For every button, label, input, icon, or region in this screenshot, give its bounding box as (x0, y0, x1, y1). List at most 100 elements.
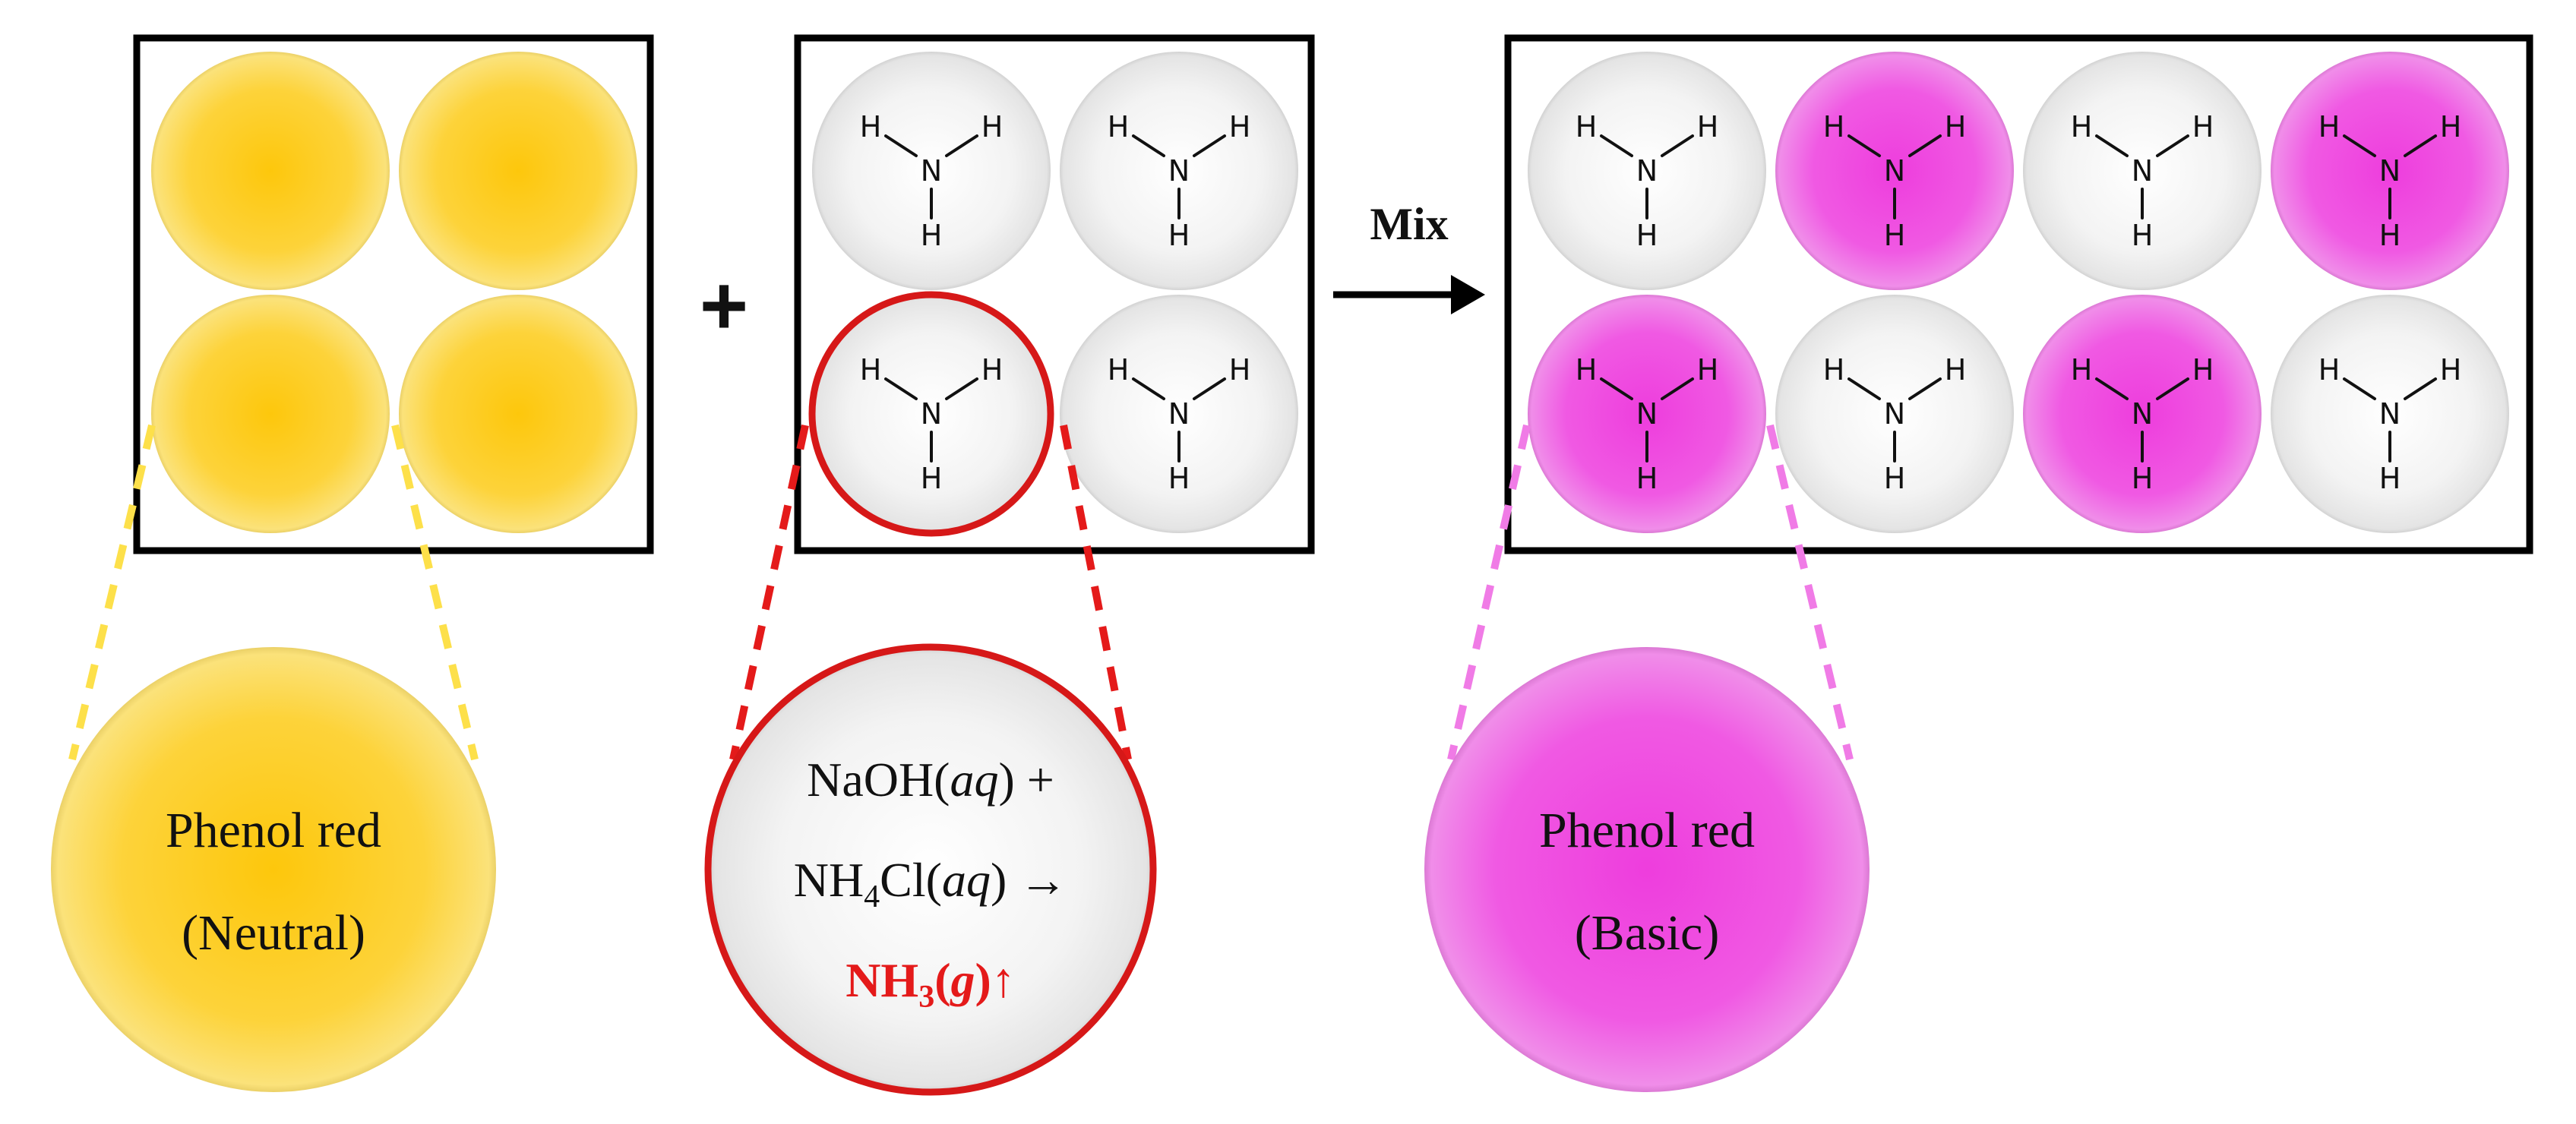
hydrogen-atom-label: H (2440, 353, 2462, 387)
hydrogen-atom-label: H (1945, 110, 1967, 144)
n-h-bond (2156, 377, 2189, 400)
nitrogen-atom-label: N (921, 154, 942, 188)
yellow-well-circle (399, 52, 637, 290)
n-h-bond (945, 134, 978, 157)
magenta-well-circle (1775, 52, 2014, 290)
hydrogen-atom-label: H (921, 219, 943, 252)
hydrogen-atom-label: H (1945, 353, 1967, 387)
n-h-bond (1193, 377, 1226, 400)
reaction-equation-line2: NH4Cl(aq) → (794, 853, 1068, 914)
hydrogen-atom-label: H (2318, 353, 2341, 387)
well-yellow (151, 295, 390, 533)
n-h-bond (1600, 134, 1633, 157)
hydrogen-atom-label: H (2192, 110, 2214, 144)
reaction-callout-circle (704, 643, 1157, 1096)
yellow-well-circle (151, 295, 390, 533)
well-yellow (399, 52, 637, 290)
hydrogen-atom-label: H (1229, 353, 1251, 387)
hydrogen-atom-label: H (2071, 353, 2093, 387)
n-h-bond (2404, 134, 2437, 157)
hydrogen-atom-label: H (2440, 110, 2462, 144)
nitrogen-atom-label: N (1636, 154, 1658, 188)
hydrogen-atom-label: H (1884, 462, 1906, 495)
hydrogen-atom-label: H (1823, 353, 1845, 387)
hydrogen-atom-label: H (2192, 353, 2214, 387)
hydrogen-atom-label: H (981, 353, 1004, 387)
reaction-callout-line-right (1060, 425, 1132, 760)
n-h-bond (1661, 377, 1694, 400)
mix-arrow-head (1451, 275, 1485, 314)
hydrogen-atom-label: H (921, 462, 943, 495)
n-h-bond (884, 377, 918, 400)
basic-callout-line2: (Basic) (1575, 905, 1720, 961)
n-h-bond (1661, 134, 1694, 157)
white-well-circle (1060, 52, 1298, 290)
magenta-well-circle (2023, 295, 2262, 533)
neutral-callout-line1: Phenol red (166, 803, 381, 858)
nitrogen-atom-label: N (1168, 154, 1190, 188)
hydrogen-atom-label: H (1168, 219, 1190, 252)
white-well-circle (2271, 295, 2509, 533)
hydrogen-atom-label: H (1823, 110, 1845, 144)
nitrogen-atom-label: N (2379, 397, 2401, 431)
hydrogen-atom-label: H (981, 110, 1004, 144)
n-h-bond (2343, 377, 2376, 400)
hydrogen-atom-label: H (2318, 110, 2341, 144)
hydrogen-atom-label: H (1697, 110, 1719, 144)
nitrogen-atom-label: N (2132, 397, 2153, 431)
hydrogen-atom-label: H (2071, 110, 2093, 144)
n-h-bond (2156, 134, 2189, 157)
hydrogen-atom-label: H (1108, 353, 1130, 387)
nitrogen-atom-label: N (2132, 154, 2153, 188)
nitrogen-atom-label: N (1168, 397, 1190, 431)
nitrogen-atom-label: N (1636, 397, 1658, 431)
reaction-callout-line-left (729, 424, 809, 761)
mix-label: Mix (1370, 199, 1448, 249)
yellow-well-circle (399, 295, 637, 533)
nitrogen-atom-label: N (1884, 154, 1905, 188)
reaction-equation-product: NH3(g)↑ (845, 953, 1016, 1015)
n-h-bond (1908, 377, 1942, 400)
nitrogen-atom-label: N (2379, 154, 2401, 188)
neutral-callout-line-right (391, 424, 479, 761)
plus-sign: + (700, 259, 748, 352)
yellow-well-circle (151, 52, 390, 290)
basic-callout-line1: Phenol red (1539, 803, 1755, 858)
basic-callout-line-left (1447, 424, 1531, 761)
n-h-bond (884, 134, 918, 157)
hydrogen-atom-label: H (2379, 462, 2401, 495)
n-h-bond (1847, 377, 1881, 400)
hydrogen-atom-label: H (860, 353, 882, 387)
hydrogen-atom-label: H (1697, 353, 1719, 387)
magenta-well-circle (2271, 52, 2509, 290)
n-h-bond (1132, 377, 1165, 400)
n-h-bond (1600, 377, 1633, 400)
reaction-equation-line1: NaOH(aq) + (807, 753, 1054, 807)
n-h-bond (1847, 134, 1881, 157)
n-h-bond (2343, 134, 2376, 157)
n-h-bond (2095, 377, 2129, 400)
neutral-callout-line2: (Neutral) (182, 905, 365, 961)
hydrogen-atom-label: H (1108, 110, 1130, 144)
basic-callout-line-right (1766, 424, 1854, 761)
hydrogen-atom-label: H (1229, 110, 1251, 144)
basic-callout-circle (1424, 647, 1870, 1092)
hydrogen-atom-label: H (1168, 462, 1190, 495)
white-well-circle (1775, 295, 2014, 533)
n-h-bond (2095, 134, 2129, 157)
n-h-bond (945, 377, 978, 400)
nitrogen-atom-label: N (921, 397, 942, 431)
